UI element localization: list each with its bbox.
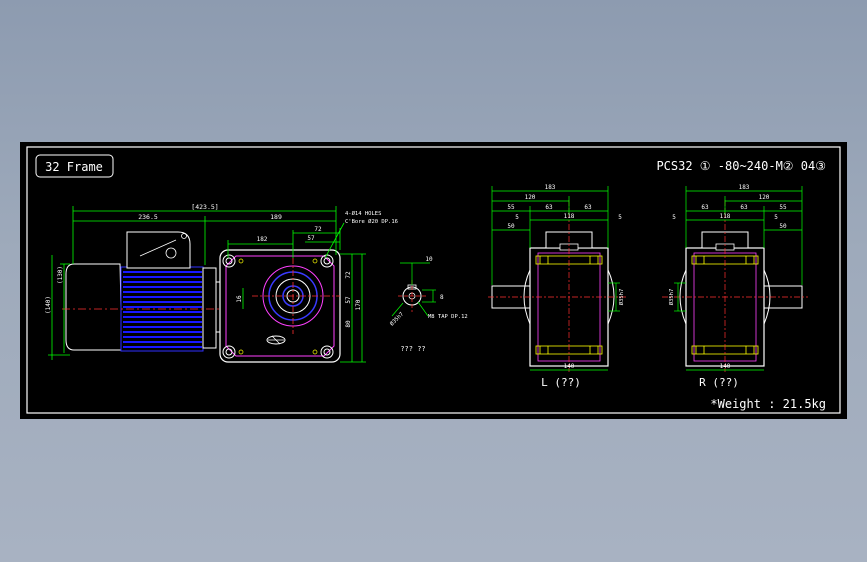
gearbox-front-view [219,249,341,363]
frame-label: 32 Frame [45,160,103,174]
r-dim-140: 140 [720,363,731,370]
dim-72-v: 72 [345,271,352,279]
l-dim-120: 120 [525,194,536,201]
dim-overall-length: [423.5] [191,203,218,211]
drawing-border [26,146,841,414]
l-view-label: L (??) [541,376,581,389]
l-dim-63b: 63 [584,204,592,211]
dim-motor-length: 236.5 [138,213,158,221]
l-dim-118: 118 [564,213,575,220]
tap-note: M8 TAP DP.12 [428,314,468,320]
r-dim-118: 118 [720,213,731,220]
r-dim-shaft: Ø35h7 [668,289,675,306]
l-dim-63a: 63 [545,204,553,211]
r-dim-63b: 63 [740,204,748,211]
holes-note-2: C'Bore Ø20 DP.16 [345,218,398,225]
l-dim-183: 183 [545,184,556,191]
dim-140: (140) [45,296,52,314]
l-dim-140: 140 [564,363,575,370]
dim-170: 170 [355,299,362,310]
r-dim-55: 55 [779,204,787,211]
l-dim-5a: 5 [515,214,519,221]
dim-57-v: 57 [345,296,352,304]
holes-note-1: 4-Ø14 HOLES [345,210,381,217]
motor-front-view [62,231,232,352]
model-code: PCS32 ① -80~240-M② 04③ [656,159,826,173]
dim-182: 182 [257,236,268,243]
r-dim-5a: 5 [672,214,676,221]
dim-72: 72 [314,226,322,233]
dim-16: 16 [236,295,243,303]
frame-label-box [35,154,114,178]
key-10: 10 [425,256,433,263]
dim-80: 80 [345,320,352,328]
dim-gear-length: 189 [270,213,282,221]
l-dim-50: 50 [507,223,515,230]
r-dim-120: 120 [759,194,770,201]
right-side-view [662,186,808,372]
r-dim-183: 183 [739,184,750,191]
l-dim-shaft: Ø35h7 [618,289,625,306]
l-dim-5b: 5 [618,214,622,221]
dim-57: 57 [307,235,315,242]
r-view-label: R (??) [699,376,739,389]
front-dimensions [48,206,366,363]
shaft-detail [391,262,436,317]
left-side-view [488,186,628,372]
r-dim-63a: 63 [701,204,709,211]
r-dim-50: 50 [779,223,787,230]
weight-label: *Weight : 21.5kg [710,397,826,411]
l-dim-55: 55 [507,204,515,211]
r-dim-5b: 5 [774,214,778,221]
key-8: 8 [440,294,444,301]
shaft-note: ??? ?? [400,345,425,353]
dim-130: (130) [57,266,64,284]
